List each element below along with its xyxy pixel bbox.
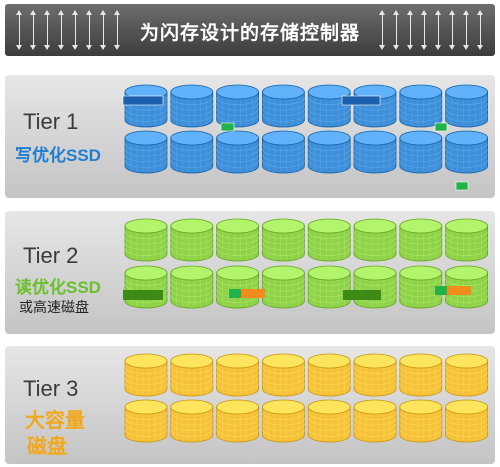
io-arrow-icon bbox=[43, 10, 52, 50]
write-block bbox=[122, 95, 164, 106]
tier-2-disk-r2-5 bbox=[307, 265, 351, 309]
migrated-block bbox=[241, 289, 265, 298]
tier-1-disk-r2-4 bbox=[261, 130, 305, 174]
tier-2-disk-r2-7 bbox=[399, 265, 443, 309]
migrated-block bbox=[447, 286, 471, 295]
tier-2-disk-r1-6 bbox=[353, 218, 397, 262]
io-arrow-icon bbox=[29, 10, 38, 50]
tier-3-panel: Tier 3 大容量 磁盘 bbox=[5, 346, 495, 464]
tier-1-panel: Tier 1 写优化SSD bbox=[5, 75, 495, 198]
data-block bbox=[434, 122, 448, 132]
data-block bbox=[229, 289, 241, 298]
io-arrow-icon bbox=[99, 10, 108, 50]
io-arrow-icon bbox=[434, 10, 443, 50]
tier-2-disk-r2-3 bbox=[216, 265, 260, 309]
tier-1-disk-r1-3 bbox=[216, 84, 260, 128]
io-arrow-icon bbox=[15, 10, 24, 50]
tier-2-disk-r2-4 bbox=[261, 265, 305, 309]
tier-3-disk-r2-8 bbox=[445, 399, 489, 443]
tier-3-disk-r1-4 bbox=[261, 353, 305, 397]
read-block bbox=[123, 290, 163, 300]
tier-1-disk-r1-5 bbox=[307, 84, 351, 128]
tier-3-name: Tier 3 bbox=[23, 376, 79, 401]
header-title: 为闪存设计的存储控制器 bbox=[139, 23, 360, 44]
tier-1-disk-r2-2 bbox=[170, 130, 214, 174]
data-block bbox=[455, 181, 469, 191]
tier-3-disk-r1-6 bbox=[353, 353, 397, 397]
tier-2-disk-r1-4 bbox=[261, 218, 305, 262]
io-arrow-icon bbox=[85, 10, 94, 50]
tier-1-description: 写优化SSD bbox=[15, 146, 101, 165]
tier-1-disk-r1-6 bbox=[353, 84, 397, 128]
tier-1-disk-r1-1 bbox=[124, 84, 168, 128]
tier-3-description: 大容量 bbox=[25, 410, 85, 432]
read-block bbox=[343, 290, 381, 300]
tier-2-disk-r2-2 bbox=[170, 265, 214, 309]
tier-2-ssd-array bbox=[123, 218, 489, 309]
tier-2-disk-r1-7 bbox=[399, 218, 443, 262]
data-block bbox=[220, 122, 235, 132]
tier-2-panel: Tier 2 读优化SSD 或高速磁盘 bbox=[5, 211, 495, 334]
tier-1-disk-r2-7 bbox=[399, 130, 443, 174]
tier-3-disk-r2-5 bbox=[307, 399, 351, 443]
tier-2-disk-r1-1 bbox=[124, 218, 168, 262]
tier-3-disk-r2-6 bbox=[353, 399, 397, 443]
tier-1-ssd-array bbox=[122, 84, 489, 191]
io-arrow-icon bbox=[448, 10, 457, 50]
tier-3-disk-r2-3 bbox=[216, 399, 260, 443]
io-arrow-icon bbox=[392, 10, 401, 50]
tier-1-disk-r2-6 bbox=[353, 130, 397, 174]
io-arrow-icon bbox=[420, 10, 429, 50]
io-arrow-icon bbox=[476, 10, 485, 50]
tier-1-disk-r1-4 bbox=[261, 84, 305, 128]
tier-1-disk-r2-8 bbox=[445, 130, 489, 174]
io-arrow-icon bbox=[57, 10, 66, 50]
tier-2-alternative: 或高速磁盘 bbox=[19, 299, 89, 315]
tier-2-disk-r1-5 bbox=[307, 218, 351, 262]
tier-3-disk-r1-3 bbox=[216, 353, 260, 397]
data-block bbox=[435, 286, 447, 295]
io-arrow-icon bbox=[462, 10, 471, 50]
io-arrow-icon bbox=[406, 10, 415, 50]
tier-2-disk-r1-2 bbox=[170, 218, 214, 262]
controller-header: 为闪存设计的存储控制器 bbox=[5, 4, 495, 56]
tier-3-disk-r2-4 bbox=[261, 399, 305, 443]
tier-3-disk-r1-2 bbox=[170, 353, 214, 397]
tier-3-disk-array bbox=[124, 353, 489, 443]
tier-3-disk-r1-7 bbox=[399, 353, 443, 397]
tier-3-disk-r1-5 bbox=[307, 353, 351, 397]
tier-1-disk-r1-2 bbox=[170, 84, 214, 128]
tier-1-disk-r2-3 bbox=[216, 130, 260, 174]
tier-3-disk-r2-1 bbox=[124, 399, 168, 443]
io-arrow-icon bbox=[378, 10, 387, 50]
tier-3-disk-r1-8 bbox=[445, 353, 489, 397]
tier-3-disk-r2-2 bbox=[170, 399, 214, 443]
io-arrow-icon bbox=[113, 10, 122, 50]
tier-1-name: Tier 1 bbox=[23, 109, 79, 134]
tier-2-disk-r2-6 bbox=[353, 265, 397, 309]
tier-3-description-line2: 磁盘 bbox=[27, 436, 67, 458]
tier-3-disk-r2-7 bbox=[399, 399, 443, 443]
write-block bbox=[341, 95, 381, 106]
tier-2-disk-r1-3 bbox=[216, 218, 260, 262]
tier-1-disk-r2-1 bbox=[124, 130, 168, 174]
tier-2-disk-r2-1 bbox=[124, 265, 168, 309]
tier-1-disk-r2-5 bbox=[307, 130, 351, 174]
tier-3-disk-r1-1 bbox=[124, 353, 168, 397]
tier-2-disk-r2-8 bbox=[445, 265, 489, 309]
tier-1-disk-r1-8 bbox=[445, 84, 489, 128]
tier-2-disk-r1-8 bbox=[445, 218, 489, 262]
right-io-arrows bbox=[378, 10, 485, 50]
tier-1-disk-r1-7 bbox=[399, 84, 443, 128]
io-arrow-icon bbox=[71, 10, 80, 50]
tier-2-description: 读优化SSD bbox=[15, 278, 101, 297]
left-io-arrows bbox=[15, 10, 122, 50]
tier-2-name: Tier 2 bbox=[23, 243, 79, 268]
